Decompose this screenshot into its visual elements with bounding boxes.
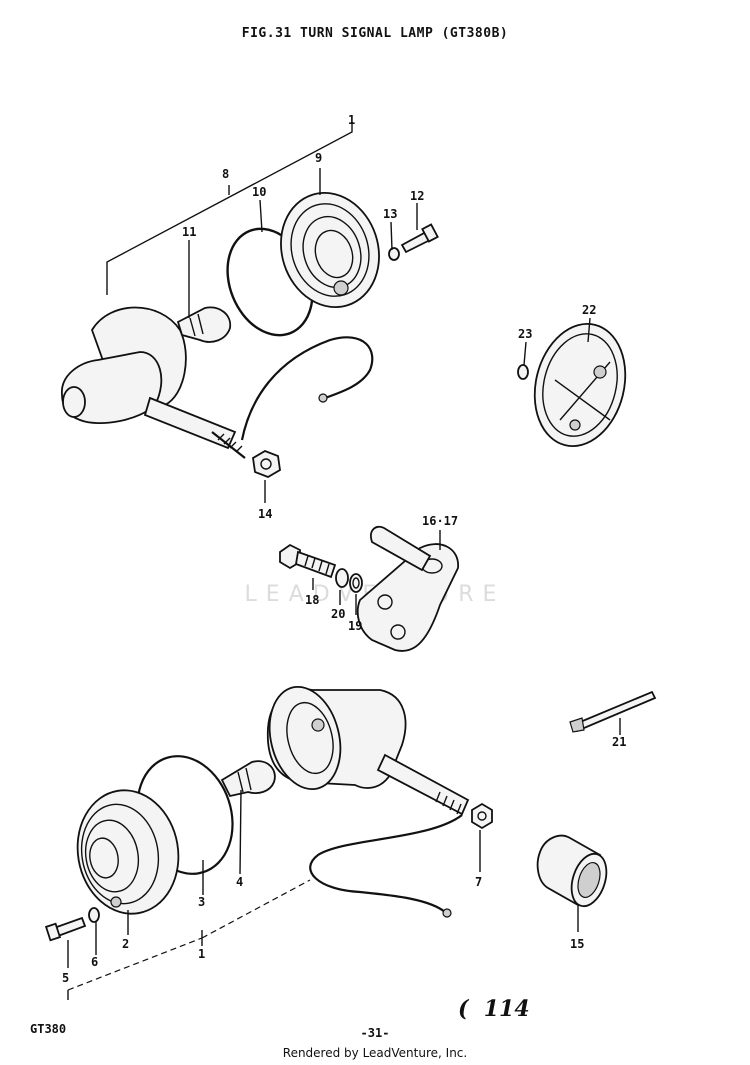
part-screw-12	[400, 223, 439, 254]
callout-16-17: 16·17	[422, 514, 458, 528]
callout-4: 4	[236, 875, 243, 889]
rendered-by-credit: Rendered by LeadVenture, Inc.	[282, 1046, 468, 1060]
assembly-bracket-bottom	[67, 879, 311, 1000]
figure-title: FIG.31 TURN SIGNAL LAMP (GT380B)	[241, 26, 509, 41]
part-bulb-4	[220, 760, 276, 798]
callout-19: 19	[348, 619, 362, 633]
callout-8: 8	[222, 167, 229, 181]
callout-21: 21	[612, 735, 626, 749]
wire-lower	[309, 814, 463, 918]
callout-labels: 1 8 9 10 11 12 13 14 22 23 16·17 18 20 1…	[62, 113, 626, 985]
callout-7: 7	[475, 875, 482, 889]
callout-22: 22	[582, 303, 596, 317]
page-reference: ( 114	[458, 996, 530, 1022]
callout-1-bottom: 1	[198, 947, 205, 961]
page-number: -31-	[360, 1026, 390, 1040]
part-lens-22	[533, 323, 627, 447]
part-clip-23	[517, 364, 529, 380]
part-lens-2	[76, 789, 180, 915]
leader-lines	[67, 168, 621, 968]
part-screw-5	[44, 916, 87, 942]
callout-10: 10	[252, 185, 266, 199]
callout-2: 2	[122, 937, 129, 951]
callout-3: 3	[198, 895, 205, 909]
callout-9: 9	[315, 151, 322, 165]
part-nut-7	[471, 802, 493, 830]
part-nut-14	[252, 450, 281, 478]
part-washer-6	[88, 907, 100, 923]
callout-15: 15	[570, 937, 584, 951]
part-washer-13	[388, 247, 400, 261]
model-label: GT380	[30, 1022, 67, 1036]
part-housing-lower	[266, 685, 470, 816]
callout-14: 14	[258, 507, 272, 521]
callout-1-top: 1	[348, 113, 355, 127]
callout-23: 23	[518, 327, 532, 341]
part-lens-9	[280, 191, 380, 309]
callout-13: 13	[383, 207, 397, 221]
part-bulb-11	[176, 306, 232, 343]
part-bracket-16-17	[356, 525, 459, 652]
callout-11: 11	[182, 225, 196, 239]
part-housing-8	[61, 306, 246, 459]
callout-12: 12	[410, 189, 424, 203]
part-cap-15	[536, 834, 608, 908]
page-reference-number: 114	[483, 996, 530, 1022]
page-reference-prefix: (	[458, 996, 469, 1022]
part-rod-21	[569, 690, 657, 733]
callout-5: 5	[62, 971, 69, 985]
part-washer-20	[335, 568, 349, 588]
part-bolt-18	[279, 543, 337, 579]
callout-20: 20	[331, 607, 345, 621]
part-washer-19	[349, 573, 363, 593]
wire-upper	[240, 336, 374, 441]
callout-18: 18	[305, 593, 319, 607]
callout-6: 6	[91, 955, 98, 969]
assembly-bracket-top	[106, 122, 353, 295]
